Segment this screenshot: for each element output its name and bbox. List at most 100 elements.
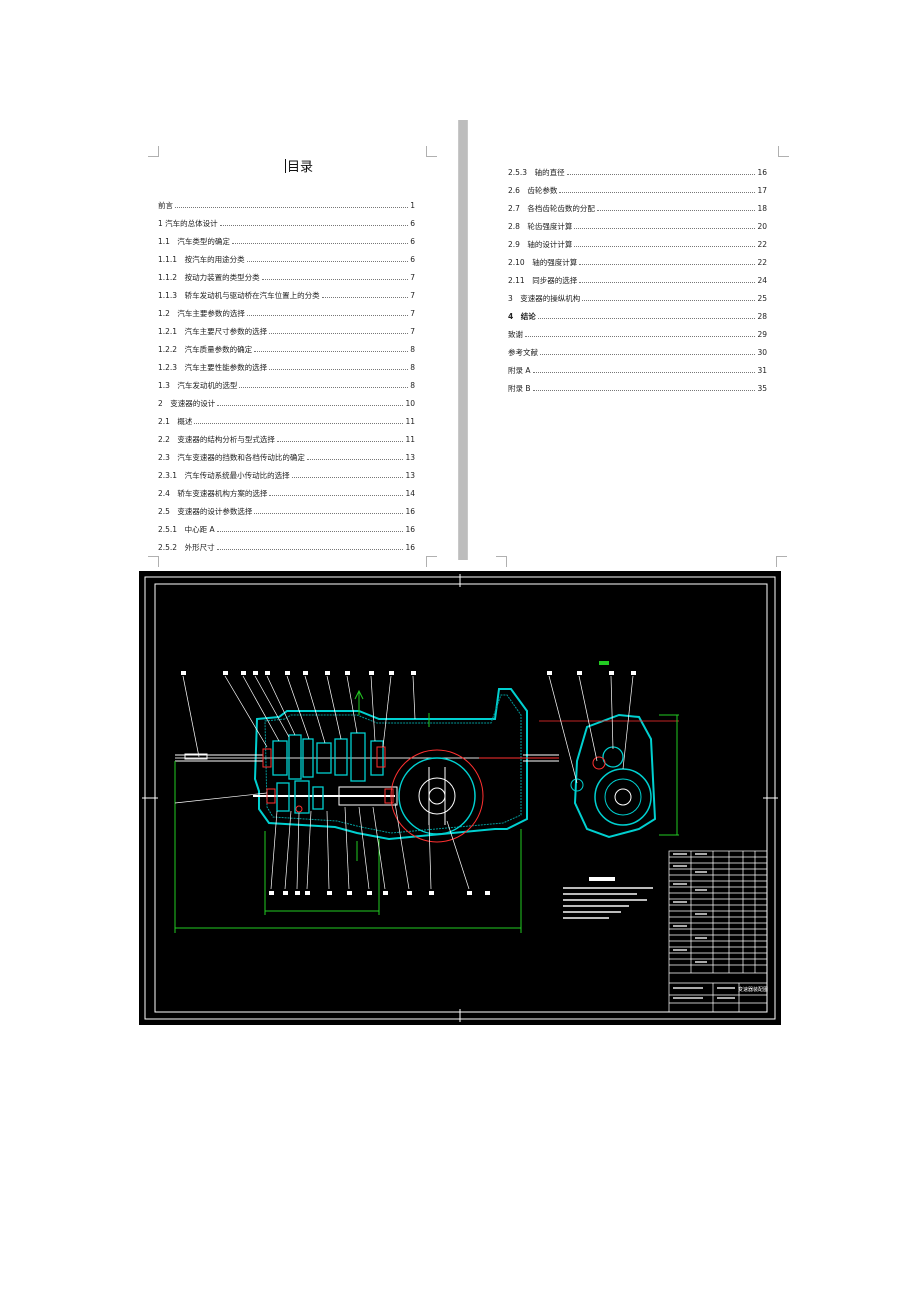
toc-leader-dots: [291, 477, 404, 478]
toc-entry-page-number: 10: [405, 399, 415, 408]
toc-entry-label: 2.3.1 汽车传动系统最小传动比的选择: [158, 471, 290, 480]
toc-entry-label: 1.2.1 汽车主要尺寸参数的选择: [158, 327, 268, 336]
toc-entry-label: 2.5.2 外形尺寸: [158, 543, 215, 552]
toc-leader-dots: [216, 549, 404, 550]
toc-entry-label: 1.2.3 汽车主要性能参数的选择: [158, 363, 268, 372]
page-corner-mark: [778, 146, 789, 157]
toc-entry-label: 4 结论: [508, 312, 536, 321]
document-page-right: [470, 120, 782, 560]
toc-entry-label: 2.5.1 中心距 A: [158, 525, 215, 534]
toc-entry-page-number: 6: [410, 219, 415, 228]
toc-entry-label: 2.5 变速器的设计参数选择: [158, 507, 253, 516]
toc-entry[interactable]: 参考文献 30: [508, 339, 767, 357]
toc-leader-dots: [261, 279, 409, 280]
toc-entry-page-number: 16: [757, 168, 767, 177]
parts-list-title-block: [668, 850, 768, 1013]
toc-entry-page-number: 7: [410, 309, 415, 318]
toc-entry[interactable]: 2.4 轿车变速器机构方案的选择 14: [158, 480, 415, 498]
toc-leader-dots: [194, 423, 404, 424]
toc-entry-label: 1.1.2 按动力装置的类型分类: [158, 273, 260, 282]
toc-leader-dots: [239, 387, 409, 388]
drawing-title-text: 变速器装配图: [738, 986, 768, 993]
toc-entry[interactable]: 1.1.1 按汽车的用途分类 6: [158, 246, 415, 264]
toc-leader-dots: [559, 192, 756, 193]
toc-leader-dots: [579, 282, 756, 283]
toc-leader-dots: [574, 246, 756, 247]
toc-entry-page-number: 25: [757, 294, 767, 303]
page-corner-mark: [426, 146, 437, 157]
toc-entry-page-number: 8: [410, 363, 415, 372]
page-gutter: [458, 120, 468, 560]
toc-entry[interactable]: 1.2.3 汽车主要性能参数的选择 8: [158, 354, 415, 372]
toc-entry-page-number: 8: [410, 345, 415, 354]
toc-entry-page-number: 13: [405, 453, 415, 462]
toc-leader-dots: [269, 333, 409, 334]
toc-entry-page-number: 6: [410, 255, 415, 264]
toc-leader-dots: [532, 372, 756, 373]
toc-entry-page-number: 22: [757, 240, 767, 249]
toc-leader-dots: [532, 390, 756, 391]
toc-entry-page-number: 30: [757, 348, 767, 357]
toc-entry-page-number: 13: [405, 471, 415, 480]
toc-entry-page-number: 35: [757, 384, 767, 393]
toc-entry-page-number: 31: [757, 366, 767, 375]
toc-entry-label: 参考文献: [508, 348, 538, 357]
text-cursor: [284, 159, 286, 173]
toc-leader-dots: [269, 495, 404, 496]
toc-entry-label: 2.6 齿轮参数: [508, 186, 558, 195]
toc-entry-label: 2.4 轿车变速器机构方案的选择: [158, 489, 268, 498]
toc-leader-dots: [574, 228, 756, 229]
toc-entry-label: 1.1 汽车类型的确定: [158, 237, 230, 246]
toc-entry-label: 致谢: [508, 330, 523, 339]
toc-entry-page-number: 16: [405, 543, 415, 552]
toc-entry-label: 前言: [158, 201, 173, 210]
toc-leader-dots: [276, 441, 404, 442]
toc-entry[interactable]: 2.3.1 汽车传动系统最小传动比的选择 13: [158, 462, 415, 480]
toc-entry-page-number: 8: [410, 381, 415, 390]
toc-entry-label: 2.10 轴的强度计算: [508, 258, 578, 267]
toc-entry-page-number: 11: [405, 417, 415, 426]
toc-title[interactable]: 目录: [140, 156, 458, 175]
toc-entry[interactable]: 2.1 概述 11: [158, 408, 415, 426]
toc-leader-dots: [269, 369, 409, 370]
toc-leader-dots: [217, 405, 404, 406]
page-corner-mark: [776, 556, 787, 567]
toc-leader-dots: [525, 336, 756, 337]
toc-leader-dots: [579, 264, 756, 265]
toc-entry-label: 1.1.3 轿车发动机与驱动桥在汽车位置上的分类: [158, 291, 320, 300]
toc-entry-label: 1.1.1 按汽车的用途分类: [158, 255, 245, 264]
toc-entry-page-number: 14: [405, 489, 415, 498]
toc-entry[interactable]: 2.5.2 外形尺寸 16: [158, 534, 415, 552]
toc-entry-label: 2.1 概述: [158, 417, 193, 426]
toc-leader-dots: [175, 207, 409, 208]
page-corner-mark: [496, 556, 507, 567]
